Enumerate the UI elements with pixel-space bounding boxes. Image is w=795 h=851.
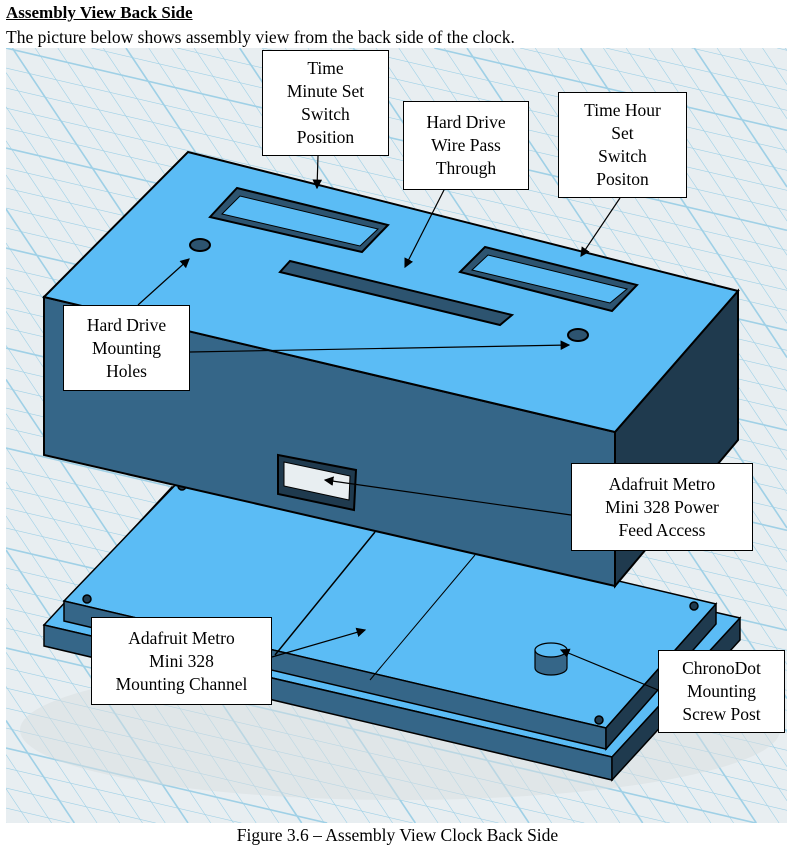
leader-arrows [137, 155, 659, 691]
grid-line [671, 48, 787, 222]
grid-line [6, 67, 787, 251]
callout-hd-mounting: Hard Drive Mounting Holes [63, 305, 190, 391]
grid-line [434, 48, 787, 132]
screw-post [534, 642, 568, 676]
grid-line [6, 767, 242, 823]
grid-line [605, 48, 787, 91]
grid-line [6, 48, 787, 232]
grid-line [777, 48, 787, 51]
figure-caption: Figure 3.6 – Assembly View Clock Back Si… [236, 825, 559, 845]
grid-line [739, 48, 787, 119]
callout-power-access: Adafruit Metro Mini 328 Power Feed Acces… [571, 463, 753, 551]
grid-line [6, 807, 71, 823]
grid-line [6, 107, 787, 291]
grid-line [691, 48, 787, 71]
grid-line [648, 48, 787, 256]
callout-wire-pass: Hard Drive Wire Pass Through [403, 101, 529, 190]
section-heading: Assembly View Back Side [6, 3, 193, 22]
grid-line [6, 788, 30, 823]
callout-hour-switch: Time Hour Set Switch Positon [558, 92, 687, 198]
callout-chronodot-post: ChronoDot Mounting Screw Post [658, 650, 785, 733]
callout-minute-switch: Time Minute Set Switch Position [262, 50, 389, 156]
grid-line [6, 720, 75, 823]
callout-mounting-channel: Adafruit Metro Mini 328 Mounting Channel [91, 617, 272, 705]
grid-line [625, 48, 787, 290]
grid-line [762, 48, 787, 85]
grid-line [6, 87, 787, 271]
intro-text: The picture below shows assembly view fr… [6, 27, 515, 47]
grid-line [6, 787, 156, 823]
grid-line [716, 48, 787, 154]
grid-line [519, 48, 787, 111]
grid-line [693, 48, 787, 188]
grid-line [6, 754, 52, 823]
